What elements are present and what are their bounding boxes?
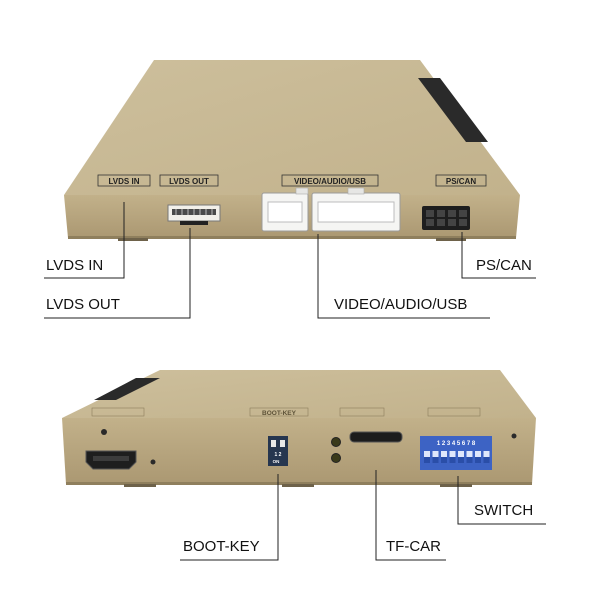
port-label-lvds-in: LVDS IN [109,177,140,186]
bottom-leader-lines [180,470,546,561]
boot-key-switch: 1 2 ON [268,436,288,466]
ps-can-connector [422,206,470,230]
top-leader-lines [44,202,536,319]
bottom-label-plate-tf [339,407,385,417]
callout-lvds-in: LVDS IN [46,257,104,274]
callout-tf-card: TF-CAR [386,538,441,555]
label-plate-ps-can: PS/CAN [435,174,487,187]
leader-line-boot-key [180,474,279,561]
top-unit-black-panel [418,78,488,142]
leader-line-lvds-out [44,228,191,319]
boot-switch-on: ON [273,459,280,464]
label-plate-lvds-in: LVDS IN [97,174,151,187]
hdmi-port [85,450,137,470]
bottom-unit-black-panel [94,378,160,400]
bottom-label-plate-switch [427,407,481,417]
top-unit-top-face [64,60,520,195]
bottom-unit-foot-right [440,484,472,487]
dip-switch: 1 2 3 4 5 6 7 8 [420,436,492,470]
bottom-unit-bottom-edge [66,482,532,485]
led-top [331,437,341,447]
tf-card-slot [349,431,403,443]
top-unit-bottom-edge [68,236,516,239]
pinhole-right [511,433,517,439]
leader-line-ps-can [461,232,536,279]
leader-line-lvds-in [44,202,125,279]
top-unit-foot-left [118,238,148,241]
bottom-label-plate-boot-key [249,407,309,417]
bottom-unit-foot-left [124,484,156,487]
top-unit-foot-right [436,238,466,241]
label-plate-video-audio-usb: VIDEO/AUDIO/USB [281,174,379,187]
callout-lvds-out: LVDS OUT [46,296,120,313]
boot-switch-numbers: 1 2 [275,452,282,458]
callout-switch: SWITCH [474,502,534,519]
bottom-unit-front-face [62,418,536,484]
video-audio-usb-connector [261,187,401,232]
port-label-video-audio-usb: VIDEO/AUDIO/USB [294,177,366,186]
bottom-unit: BOOT-KEY 1 2 ON 1 2 3 4 5 6 [62,370,536,487]
pinhole-mid [150,459,156,465]
bottom-label-plate-hdmi [91,407,145,417]
bottom-unit-foot-mid [282,484,314,487]
callout-boot-key: BOOT-KEY [183,538,260,555]
leader-line-video-audio-usb [317,234,490,319]
lvds-out-connector [167,204,221,225]
leader-line-tf-card [375,470,446,561]
label-plate-lvds-out: LVDS OUT [159,174,219,187]
top-unit: LVDS IN LVDS OUT VIDEO/AUDIO/USB PS/CAN [64,60,520,241]
port-label-boot-key: BOOT-KEY [262,410,297,417]
callout-ps-can: PS/CAN [476,257,532,274]
dip-switch-numbers: 1 2 3 4 5 6 7 8 [437,441,476,447]
port-label-lvds-out: LVDS OUT [169,177,209,186]
callout-video-audio-usb: VIDEO/AUDIO/USB [334,296,468,313]
leader-line-switch [457,476,546,525]
pinhole-left [101,429,107,435]
port-label-ps-can: PS/CAN [446,177,476,186]
bottom-unit-top-face [62,370,536,418]
led-bottom [331,453,341,463]
